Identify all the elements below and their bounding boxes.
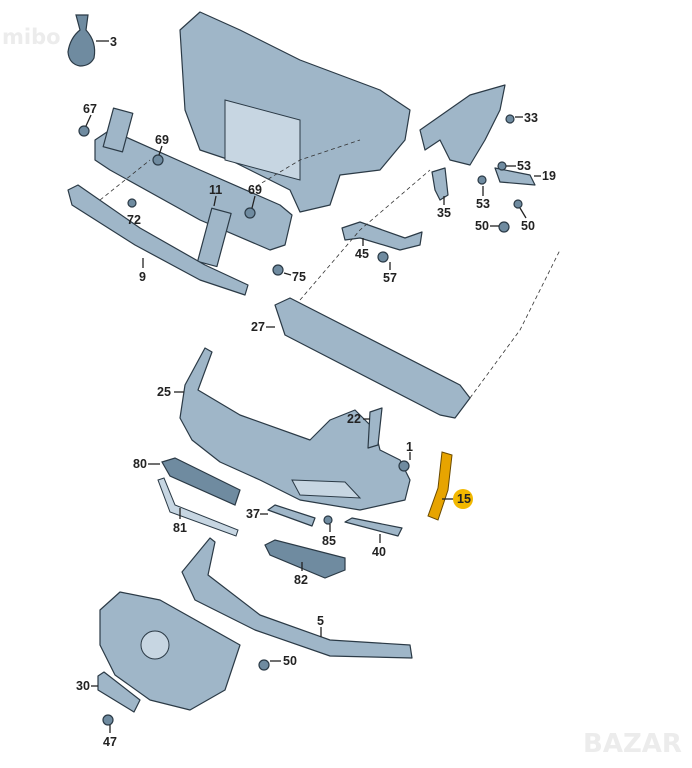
part-9-absorber-strip — [67, 184, 249, 296]
label-75[interactable]: 75 — [292, 270, 306, 284]
part-19-bracket — [494, 167, 536, 186]
label-50c[interactable]: 50 — [283, 654, 297, 668]
label-53[interactable]: 53 — [517, 159, 531, 173]
label-45[interactable]: 45 — [355, 247, 369, 261]
label-33[interactable]: 33 — [524, 111, 538, 125]
label-57[interactable]: 57 — [383, 271, 397, 285]
part-35-bracket — [431, 167, 449, 201]
label-15[interactable]: 15 — [457, 492, 471, 506]
part-3-bag — [67, 14, 96, 67]
bumper-reinforcement — [94, 129, 293, 251]
label-25[interactable]: 25 — [157, 385, 171, 399]
label-80[interactable]: 80 — [133, 457, 147, 471]
crash-box-right — [196, 207, 232, 268]
fasteners — [78, 114, 523, 726]
crash-box-left — [102, 107, 134, 153]
label-9[interactable]: 9 — [139, 270, 146, 284]
leader-lines — [85, 40, 541, 733]
label-22[interactable]: 22 — [347, 412, 361, 426]
label-19[interactable]: 19 — [542, 169, 556, 183]
part-5-spoiler — [181, 537, 413, 659]
label-37[interactable]: 37 — [246, 507, 260, 521]
label-81[interactable]: 81 — [173, 521, 187, 535]
part-22-bracket — [367, 407, 383, 449]
label-53b[interactable]: 53 — [476, 197, 490, 211]
label-47[interactable]: 47 — [103, 735, 117, 749]
part-15-bracket-highlighted — [427, 451, 453, 521]
label-40[interactable]: 40 — [372, 545, 386, 559]
highlight-badge-15 — [453, 489, 473, 509]
watermark-mibo: mibo — [2, 25, 61, 49]
label-67[interactable]: 67 — [83, 102, 97, 116]
label-72[interactable]: 72 — [127, 213, 141, 227]
label-3[interactable]: 3 — [110, 35, 117, 49]
vw-emblem — [140, 630, 170, 660]
part-81-trim — [157, 477, 239, 537]
part-45-bracket — [341, 221, 423, 251]
label-50[interactable]: 50 — [475, 219, 489, 233]
part-30-license-plate-base — [97, 671, 141, 713]
label-30[interactable]: 30 — [76, 679, 90, 693]
label-69[interactable]: 69 — [155, 133, 169, 147]
label-11[interactable]: 11 — [209, 183, 222, 197]
part-labels: 3 67 69 11 69 72 9 75 33 53 19 53 35 50 … — [76, 35, 556, 749]
fender-bracket — [419, 84, 506, 166]
label-50b[interactable]: 50 — [521, 219, 535, 233]
watermark-bazar: BAZAR — [583, 729, 682, 759]
label-1[interactable]: 1 — [406, 440, 413, 454]
label-27[interactable]: 27 — [251, 320, 265, 334]
label-5[interactable]: 5 — [317, 614, 324, 628]
part-25-bumper-cover — [179, 347, 411, 511]
fog-light-opening — [291, 479, 362, 499]
part-27-energy-absorber — [274, 297, 471, 419]
label-35[interactable]: 35 — [437, 206, 451, 220]
label-85[interactable]: 85 — [322, 534, 336, 548]
radiator-core — [224, 99, 301, 181]
part-37-trim — [267, 504, 316, 527]
assembly-dash-lines — [99, 139, 561, 399]
part-82-fog-grille — [264, 539, 346, 579]
label-82[interactable]: 82 — [294, 573, 308, 587]
label-69b[interactable]: 69 — [248, 183, 262, 197]
radiator-grille — [99, 591, 241, 711]
part-80-lower-grille — [161, 457, 241, 506]
part-40-trim — [344, 517, 403, 537]
